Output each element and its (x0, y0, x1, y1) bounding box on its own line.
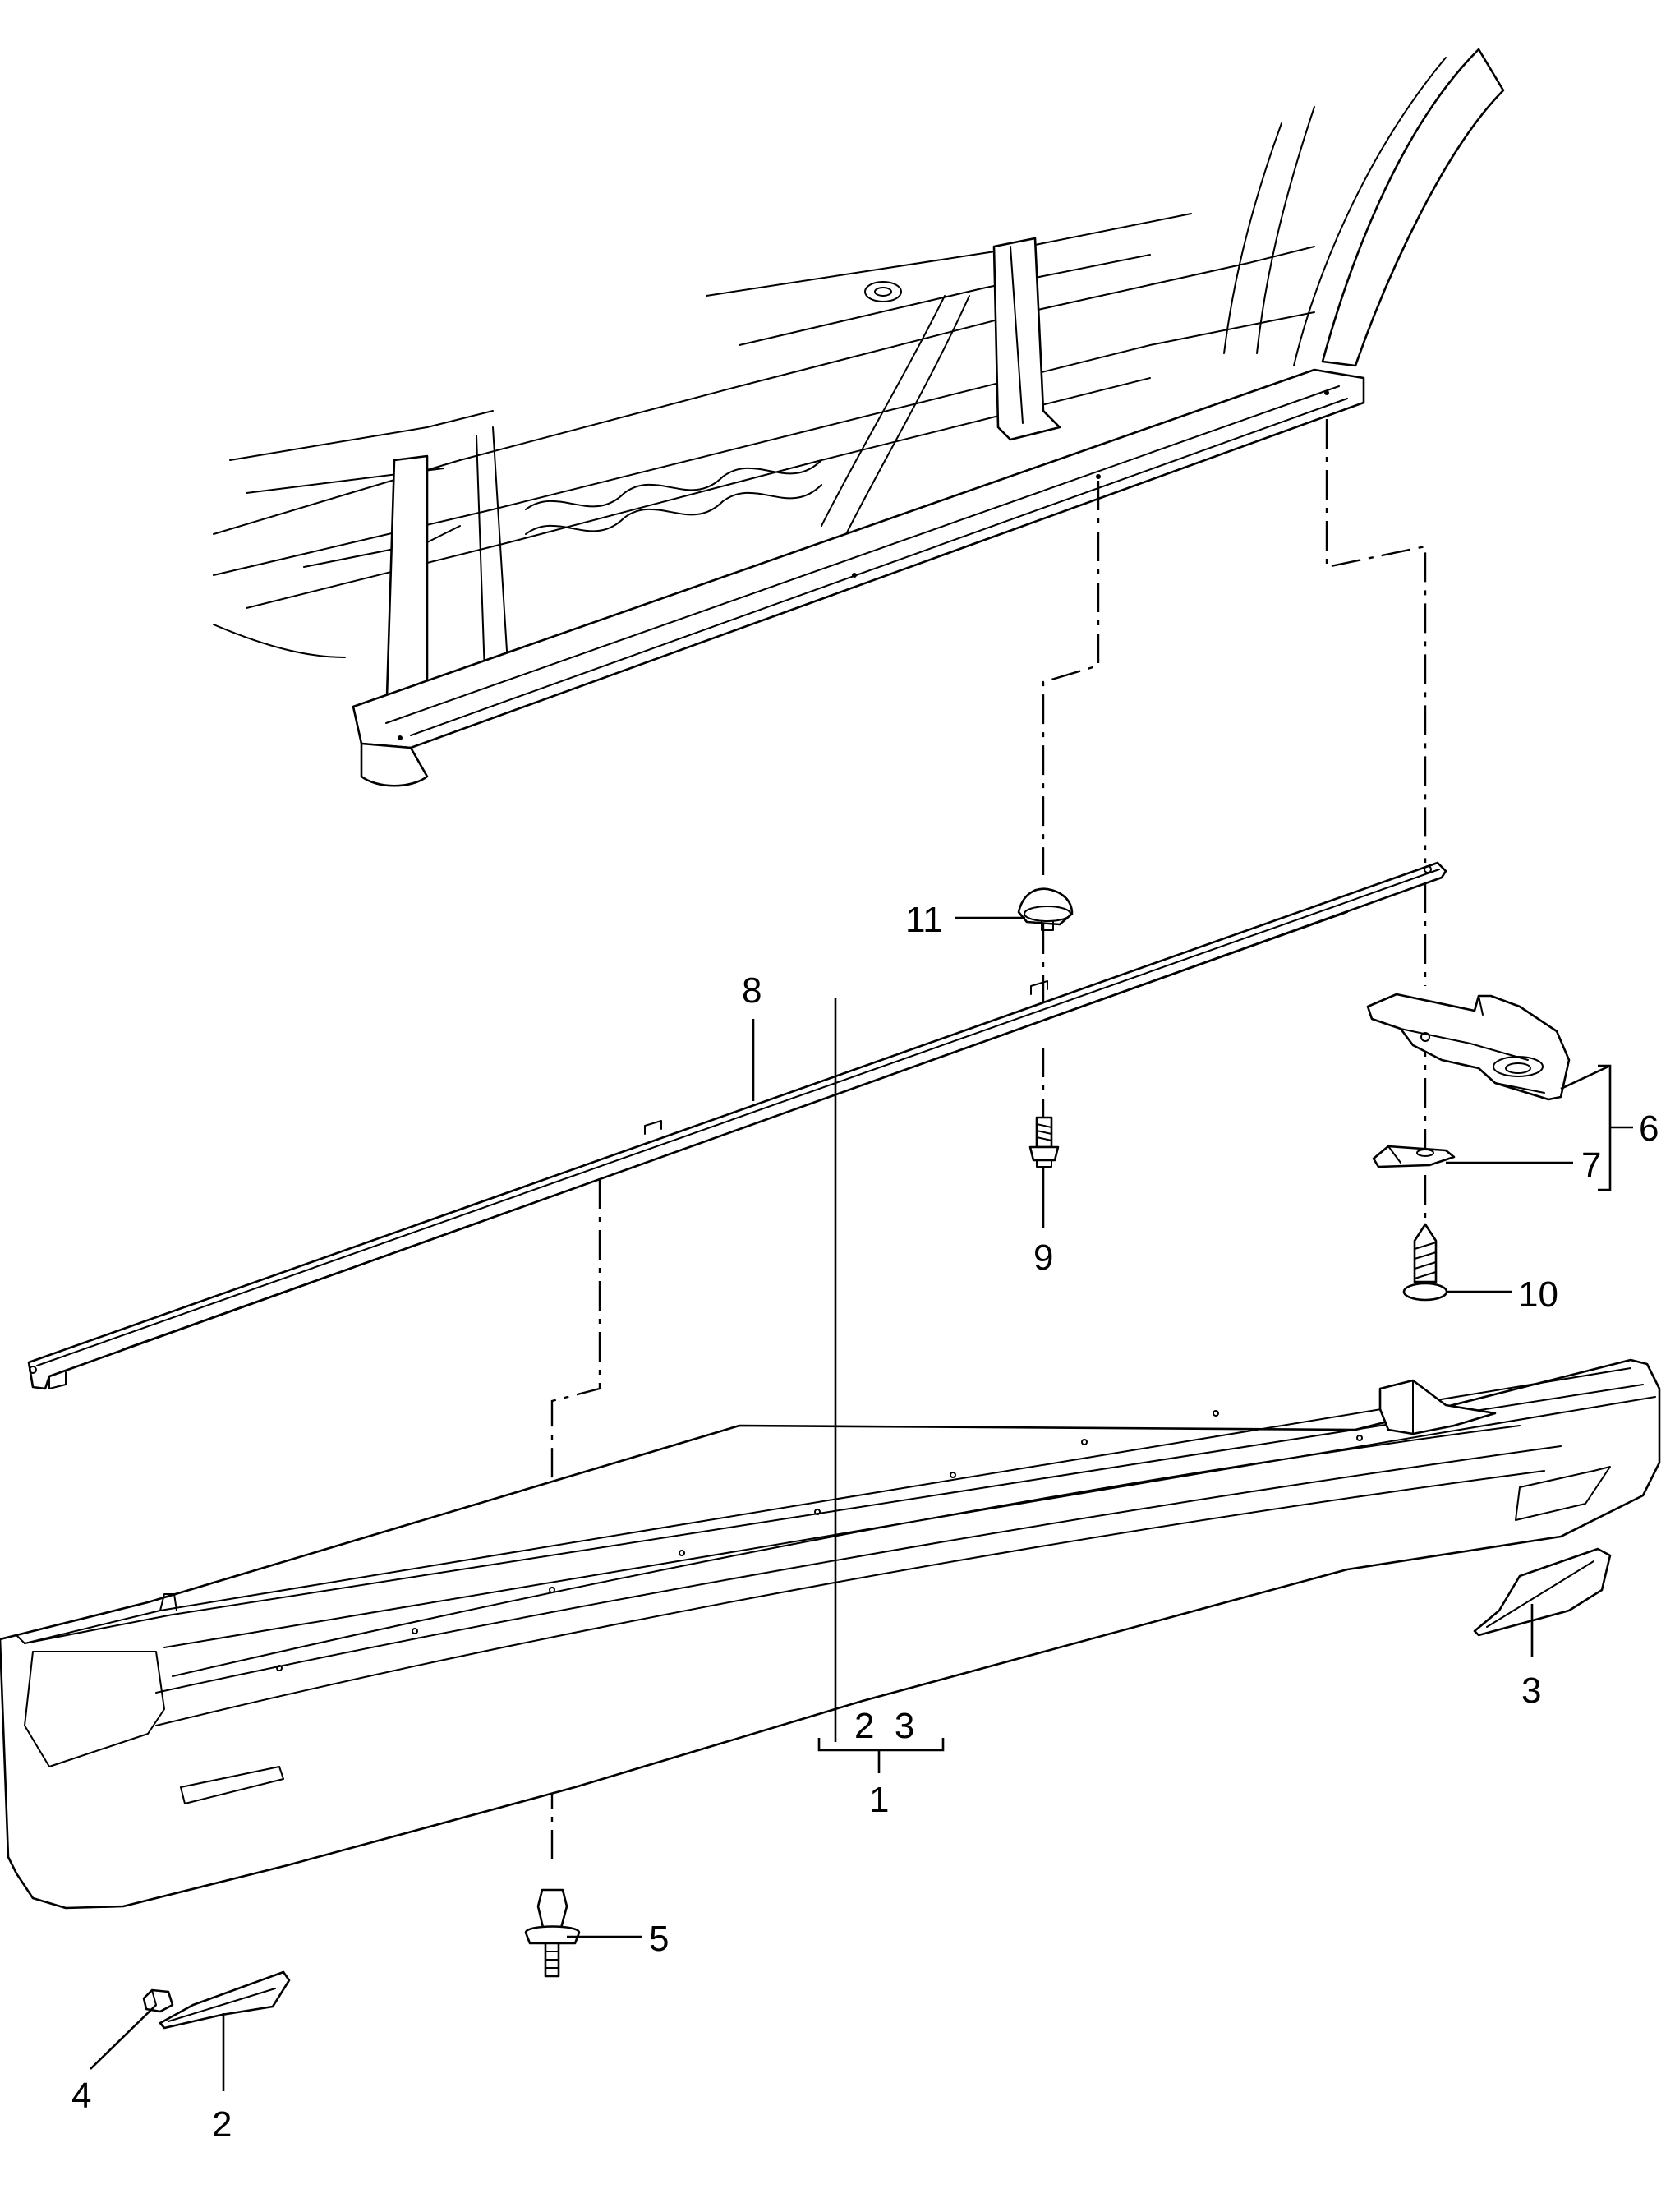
callout-8: 8 (742, 970, 762, 1011)
callout-group-1-members: 2 3 (854, 1706, 914, 1746)
vehicle-body-shell (213, 48, 1505, 787)
callout-6: 6 (1639, 1108, 1659, 1149)
leader-lines (90, 916, 1633, 2091)
part-9-screw[interactable] (1028, 1116, 1060, 1168)
callout-1: 1 (869, 1780, 889, 1820)
part-2-front-trim[interactable] (159, 1970, 291, 2030)
callout-5: 5 (649, 1919, 669, 1959)
part-3-rear-trim[interactable] (1473, 1547, 1612, 1637)
callout-7: 7 (1581, 1145, 1601, 1186)
callout-3: 3 (1521, 1671, 1541, 1711)
part-4-clip[interactable] (142, 1988, 174, 2013)
part-10-screw[interactable] (1402, 1223, 1448, 1302)
callouts: 11 8 9 6 7 10 2 3 1 3 5 4 2 (71, 900, 1659, 2145)
callout-9: 9 (1033, 1237, 1053, 1278)
part-7-clip[interactable] (1372, 1145, 1456, 1168)
part-5-fastener[interactable] (524, 1888, 581, 1978)
callout-10: 10 (1518, 1274, 1558, 1315)
part-11-cap[interactable] (1017, 887, 1074, 931)
part-6-bracket[interactable] (1366, 993, 1571, 1101)
callout-4: 4 (71, 2076, 91, 2116)
callout-2: 2 (212, 2104, 232, 2145)
callout-11: 11 (905, 900, 943, 940)
part-8-strip[interactable] (27, 861, 1447, 1390)
part-1-side-sill-panel[interactable] (0, 1358, 1661, 1910)
